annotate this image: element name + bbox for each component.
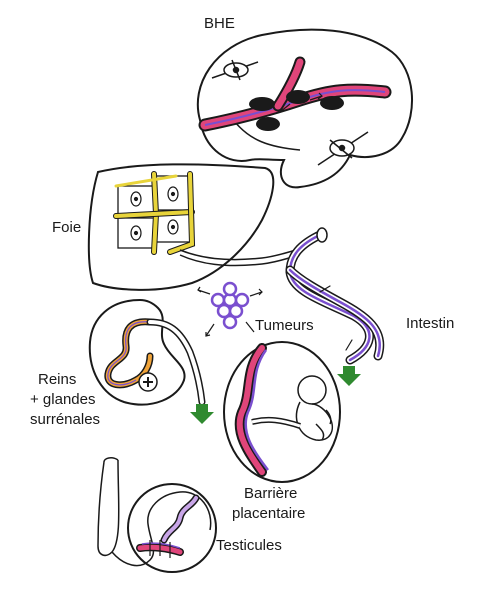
label-tumeurs: Tumeurs	[255, 316, 314, 335]
label-barriere-line1: Barrière	[244, 484, 297, 503]
brain-neuron-cell	[318, 132, 368, 165]
brain-neuron-cell	[212, 60, 258, 80]
brain-organ	[198, 30, 412, 188]
brain-endothelial-cell	[320, 96, 344, 110]
kidney-organ	[90, 300, 202, 405]
label-foie: Foie	[52, 218, 81, 237]
green-down-arrow-icon	[337, 366, 361, 386]
label-bhe: BHE	[204, 14, 235, 33]
green-down-arrow-icon	[190, 404, 214, 424]
brain-endothelial-cell	[286, 90, 310, 104]
fetus	[297, 376, 333, 440]
label-testicules: Testicules	[216, 536, 282, 555]
liver-organ	[89, 164, 296, 290]
intestine-organ	[290, 228, 380, 360]
label-reins-line3: surrénales	[30, 410, 100, 429]
plus-circle-icon	[139, 373, 157, 391]
kidney-outline	[90, 300, 185, 405]
testis-organ	[98, 458, 216, 572]
placenta-organ	[224, 342, 340, 482]
brain-endothelial-cell	[256, 117, 280, 131]
label-reins-line1: Reins	[38, 370, 76, 389]
vas-deferens	[98, 460, 119, 555]
label-reins-line2: + glandes	[30, 390, 95, 409]
brain-endothelial-cell	[249, 97, 275, 111]
label-intestin: Intestin	[406, 314, 454, 333]
intestine-opening	[317, 228, 327, 242]
tumor-cluster	[198, 283, 262, 336]
brain-outline	[198, 30, 412, 188]
label-barriere-line2: placentaire	[232, 504, 305, 523]
